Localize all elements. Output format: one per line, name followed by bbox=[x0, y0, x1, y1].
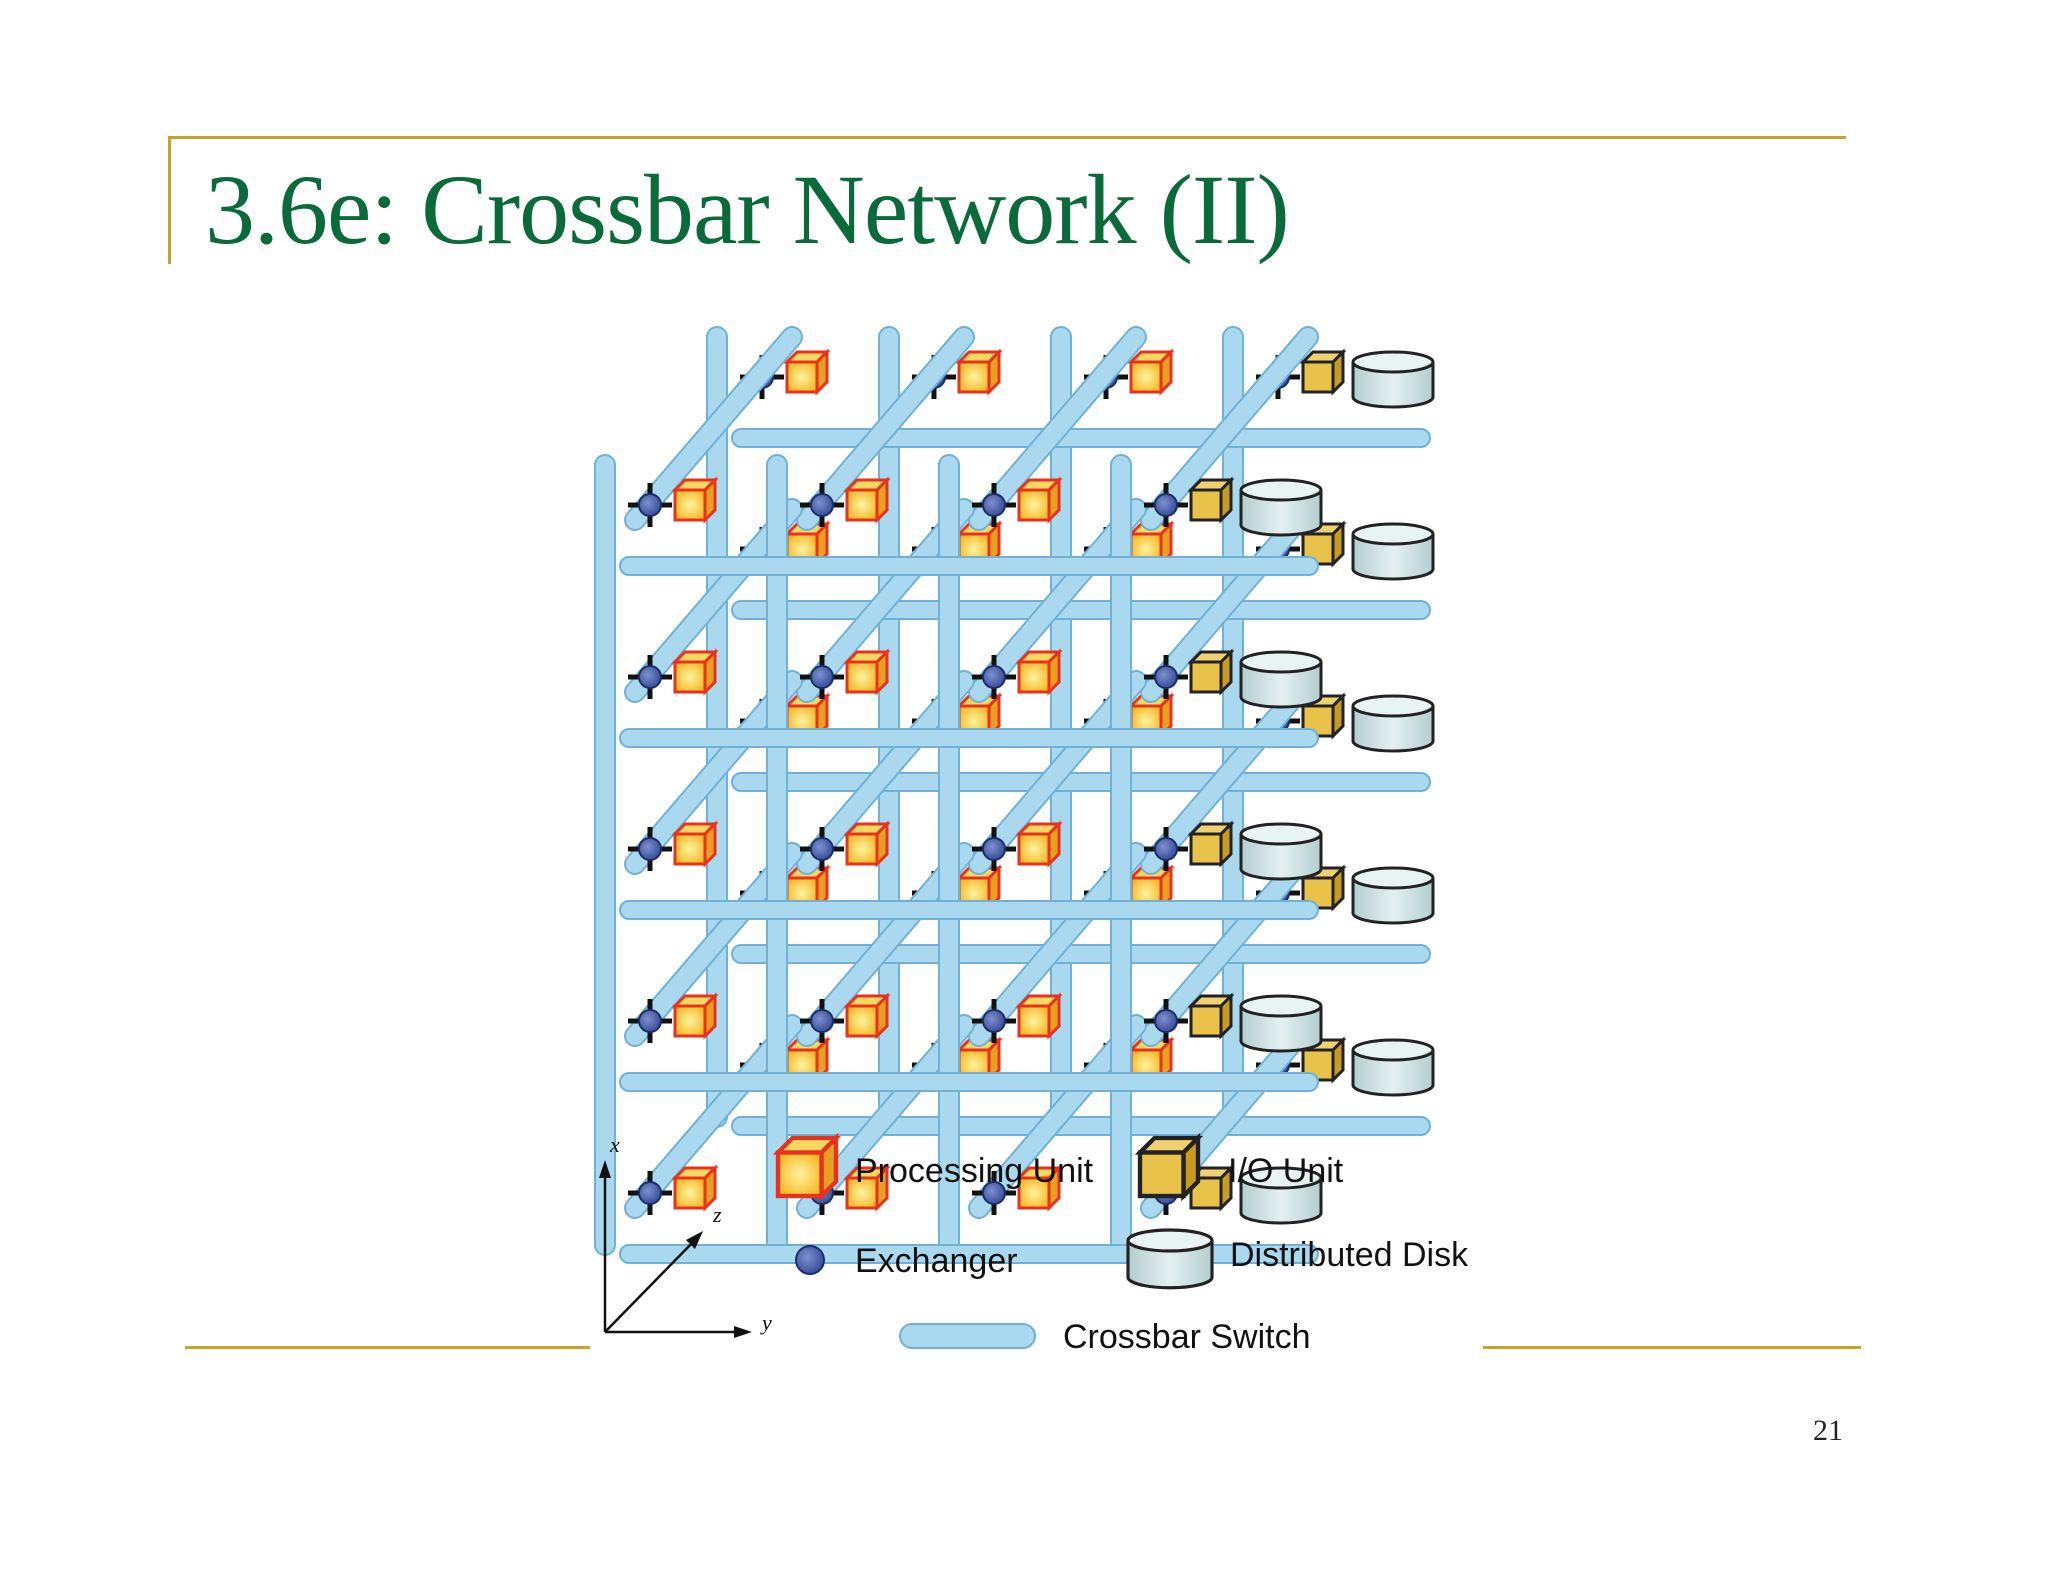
distributed-disk bbox=[1239, 650, 1323, 709]
distributed-disk bbox=[1351, 1038, 1435, 1097]
processing-unit bbox=[845, 650, 889, 694]
diagonal-crossbar bbox=[626, 844, 801, 1045]
back-layer-horizontal-crossbar bbox=[731, 428, 1431, 448]
processing-unit bbox=[673, 822, 717, 866]
processing-unit bbox=[673, 478, 717, 522]
x-axis-label: x bbox=[609, 1132, 620, 1157]
processing-unit-icon bbox=[778, 1138, 836, 1196]
legend-distributed-disk-label: Distributed Disk bbox=[1230, 1236, 1469, 1274]
front-layer-horizontal-crossbar bbox=[619, 556, 1319, 576]
exchanger-icon bbox=[795, 1245, 825, 1275]
processing-unit bbox=[957, 350, 1001, 394]
diagonal-crossbar bbox=[970, 500, 1145, 701]
legend-exchanger-label: Exchanger bbox=[855, 1242, 1018, 1280]
distributed-disk bbox=[1239, 822, 1323, 881]
diagonal-crossbar bbox=[970, 328, 1145, 529]
legend-distributed-disk: Distributed Disk bbox=[1126, 1228, 1469, 1290]
y-axis-label: y bbox=[760, 1310, 772, 1335]
diagonal-crossbar bbox=[1142, 844, 1317, 1045]
legend-io-unit: I/O Unit bbox=[1140, 1138, 1344, 1196]
processing-unit bbox=[1017, 478, 1061, 522]
legend-processing-unit-label: Processing Unit bbox=[855, 1152, 1094, 1190]
diagonal-crossbar bbox=[626, 500, 801, 701]
disk-icon bbox=[1126, 1228, 1214, 1290]
title-left-rule bbox=[168, 136, 171, 264]
legend: x y z Processing Unit I/O Unit Exchanger… bbox=[599, 1132, 1469, 1356]
diagonal-crossbar bbox=[798, 328, 973, 529]
legend-crossbar-switch: Crossbar Switch bbox=[899, 1318, 1311, 1356]
slide-title: 3.6e: Crossbar Network (II) bbox=[205, 154, 1290, 265]
diagonal-crossbar bbox=[798, 844, 973, 1045]
footer-right-rule bbox=[1483, 1346, 1861, 1349]
processing-unit bbox=[845, 822, 889, 866]
io-unit bbox=[1189, 994, 1233, 1038]
diagonal-crossbar bbox=[626, 1016, 801, 1217]
back-layer-horizontal-crossbar bbox=[731, 772, 1431, 792]
io-unit bbox=[1189, 650, 1233, 694]
processing-unit bbox=[1017, 994, 1061, 1038]
processing-unit bbox=[845, 478, 889, 522]
front-layer-horizontal-crossbar bbox=[619, 1072, 1319, 1092]
title-top-rule bbox=[168, 136, 1846, 139]
distributed-disk bbox=[1351, 694, 1435, 753]
processing-unit bbox=[1129, 350, 1173, 394]
footer-left-rule bbox=[185, 1346, 590, 1349]
front-layer-horizontal-crossbar bbox=[619, 728, 1319, 748]
legend-crossbar-switch-label: Crossbar Switch bbox=[1063, 1318, 1311, 1356]
crossbar-switch-icon bbox=[899, 1323, 1036, 1349]
distributed-disk bbox=[1239, 994, 1323, 1053]
diagonal-crossbar bbox=[970, 1016, 1145, 1217]
back-layer-horizontal-crossbar bbox=[731, 600, 1431, 620]
back-layer-horizontal-crossbar bbox=[731, 1116, 1431, 1136]
diagonal-crossbar bbox=[1142, 672, 1317, 873]
legend-processing-unit: Processing Unit bbox=[778, 1138, 1094, 1196]
page-number: 21 bbox=[1813, 1414, 1843, 1447]
io-unit-icon bbox=[1140, 1138, 1198, 1196]
io-unit bbox=[1301, 350, 1345, 394]
processing-unit bbox=[673, 650, 717, 694]
legend-io-unit-label: I/O Unit bbox=[1228, 1152, 1344, 1190]
processing-unit bbox=[673, 1166, 717, 1210]
diagonal-crossbar bbox=[970, 844, 1145, 1045]
legend-exchanger: Exchanger bbox=[795, 1242, 1018, 1280]
processing-unit bbox=[673, 994, 717, 1038]
processing-unit bbox=[1017, 650, 1061, 694]
back-layer-horizontal-crossbar bbox=[731, 944, 1431, 964]
diagonal-crossbar bbox=[1142, 500, 1317, 701]
distributed-disk bbox=[1239, 478, 1323, 537]
crossbar-grid bbox=[594, 326, 1435, 1264]
processing-unit bbox=[785, 350, 829, 394]
diagonal-crossbar bbox=[970, 672, 1145, 873]
distributed-disk bbox=[1351, 522, 1435, 581]
diagonal-crossbar bbox=[798, 500, 973, 701]
z-axis-label: z bbox=[712, 1202, 722, 1227]
io-unit bbox=[1189, 478, 1233, 522]
diagonal-crossbar bbox=[626, 672, 801, 873]
distributed-disk bbox=[1351, 350, 1435, 409]
diagonal-crossbar bbox=[798, 672, 973, 873]
io-unit bbox=[1189, 822, 1233, 866]
processing-unit bbox=[845, 994, 889, 1038]
distributed-disk bbox=[1351, 866, 1435, 925]
processing-unit bbox=[1017, 822, 1061, 866]
front-layer-horizontal-crossbar bbox=[619, 900, 1319, 920]
axes-indicator: x y z bbox=[599, 1132, 772, 1338]
diagonal-crossbar bbox=[626, 328, 801, 529]
diagonal-crossbar bbox=[1142, 328, 1317, 529]
